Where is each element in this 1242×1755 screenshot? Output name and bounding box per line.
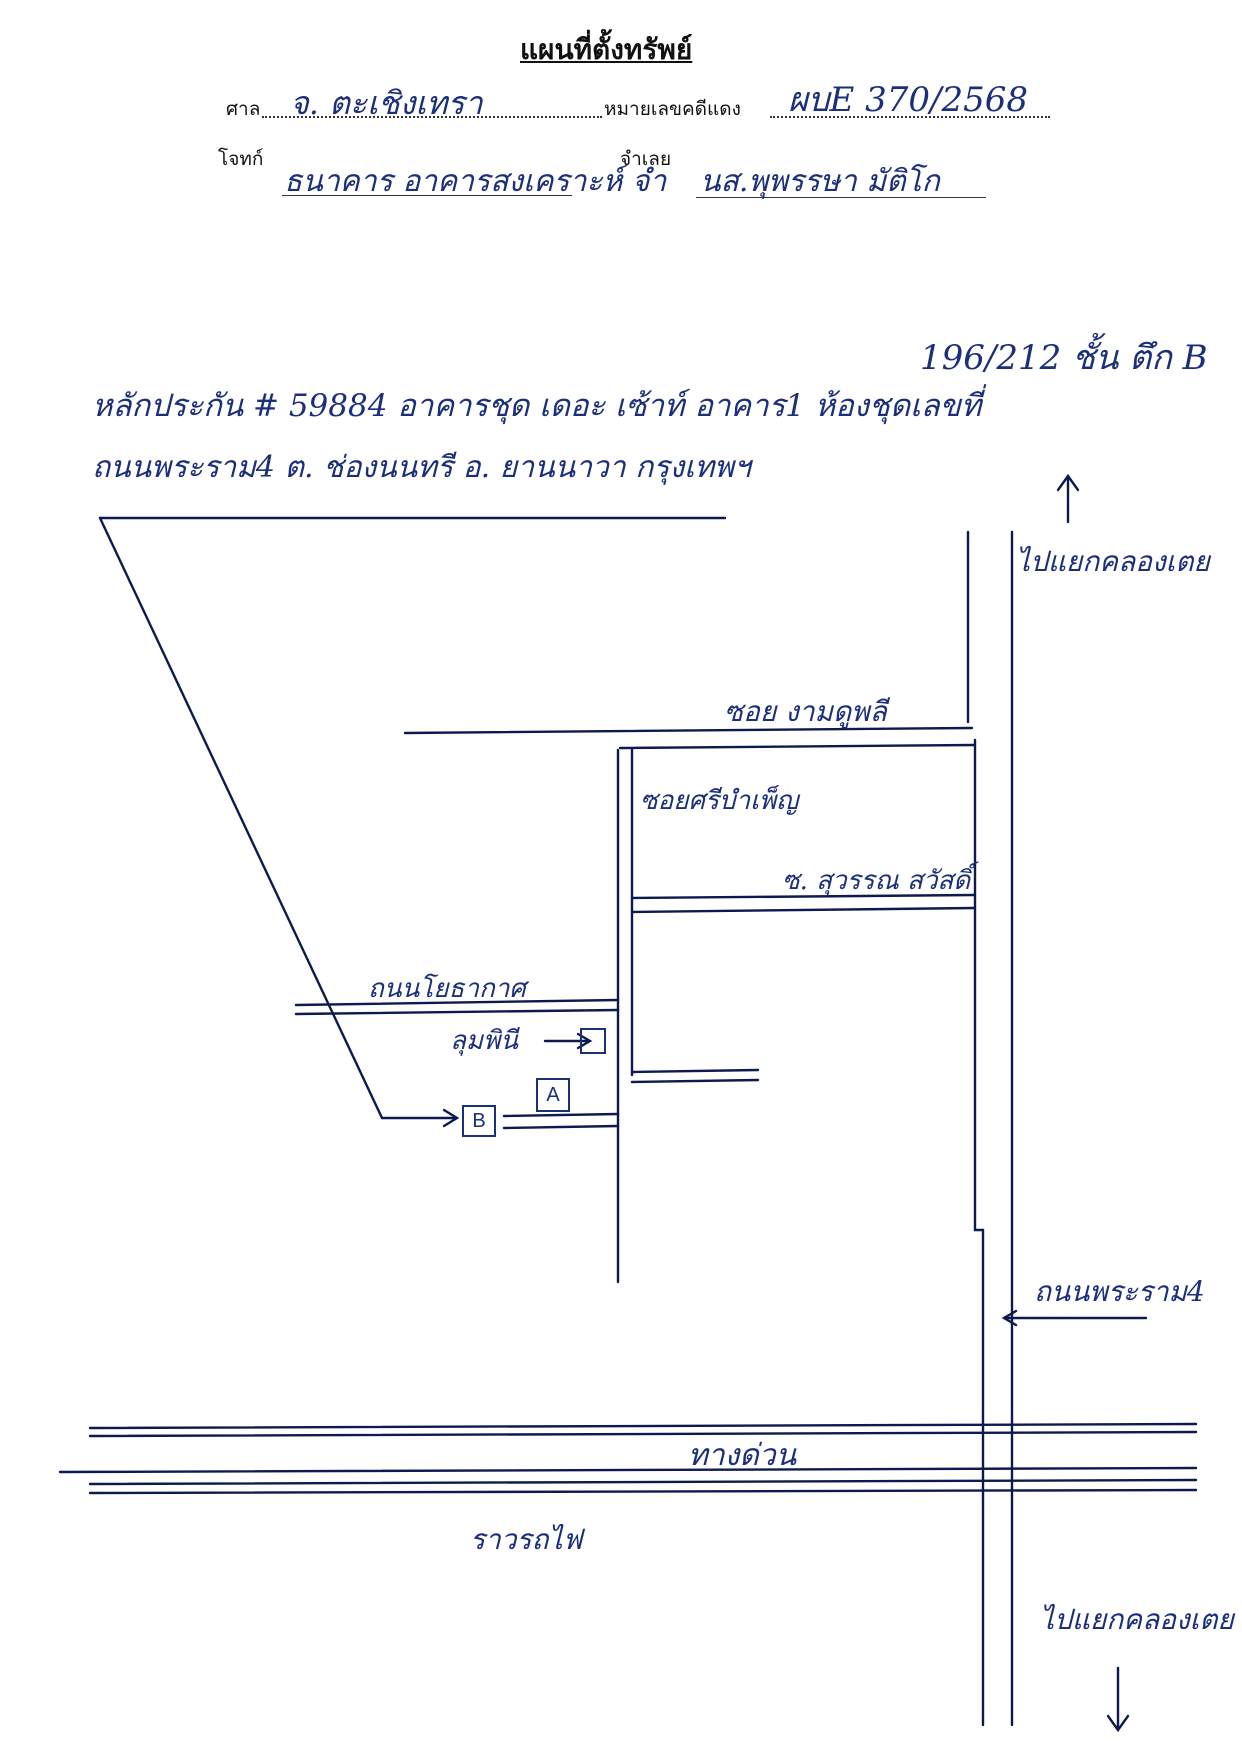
expressway-line-5 — [88, 1488, 1198, 1495]
defendant-label: จำเลย — [620, 148, 672, 170]
railway-label: ราวรถไฟ — [470, 1523, 583, 1556]
plaintiff-value: ธนาคาร อาคารสงเคราะห์ จำ — [284, 164, 667, 199]
expressway-line-3 — [58, 1466, 1198, 1474]
lumphini-arrowhead — [576, 1032, 593, 1050]
direction-bottom-label: ไปแยกคลองเตย — [1040, 1603, 1234, 1636]
expressway-line-2 — [88, 1430, 1198, 1438]
direction-top-label: ไปแยกคลองเตย — [1016, 545, 1210, 578]
side-lane-bottom — [630, 1078, 760, 1084]
case-number-label: หมายเลขคดีแดง — [604, 98, 741, 120]
yotha-road-label: ถนนโยธากาศ — [368, 974, 526, 1004]
expressway-label: ทางด่วน — [688, 1438, 797, 1473]
plaintiff-label: โจทก์ — [218, 148, 264, 170]
rama4-arrowhead — [1001, 1309, 1018, 1327]
side-lane-top — [630, 1068, 760, 1074]
soi-top-inner-edge — [618, 743, 977, 750]
property-unit-number: 196/212 ชั้น ตึก B — [920, 338, 1208, 378]
property-line-1: หลักประกัน # 59884 อาคารชุด เดอะ เซ้าท์ … — [92, 388, 982, 424]
north-arrowhead — [1056, 473, 1080, 492]
lumphini-marker-box — [580, 1028, 606, 1054]
lower-lane-top — [502, 1112, 620, 1118]
plaintiff-underline — [282, 195, 572, 196]
lower-lane-bottom — [502, 1124, 620, 1130]
case-number-value: ผบE 370/2568 — [788, 80, 1029, 120]
court-value: จ. ตะเชิงเทรา — [290, 84, 483, 122]
property-line-2: ถนนพระราม4 ต. ช่องนนทรี อ. ยานนาวา กรุงเ… — [92, 450, 751, 485]
yotha-road-bottom — [294, 1008, 620, 1016]
marker-b: B — [462, 1105, 496, 1137]
soi-sutham-label: ซ. สุวรรณ สวัสดิ์ — [782, 866, 971, 896]
main-road-left-edge — [973, 738, 985, 1727]
soi-si-label: ซอยศรีบำเพ็ญ — [640, 786, 799, 816]
soi-top-lower-edge — [403, 726, 974, 735]
defendant-value: นส.พุพรรษา มัติโก — [700, 164, 940, 199]
case-dotline — [770, 116, 1050, 118]
pointer-line — [98, 516, 384, 1120]
expressway-line-4 — [88, 1478, 1198, 1486]
pointer-arrowhead — [442, 1108, 460, 1128]
south-arrowhead — [1106, 1714, 1130, 1733]
court-dotline — [262, 116, 602, 118]
defendant-underline — [696, 197, 986, 198]
soi-top-label: ซอย งามดูพลี — [724, 695, 887, 728]
sutham-road-bottom — [630, 906, 977, 914]
page-title: แผนที่ตั้งทรัพย์ — [520, 33, 693, 66]
expressway-line-1 — [88, 1422, 1198, 1430]
marker-a: A — [536, 1078, 570, 1112]
court-label: ศาล — [226, 98, 261, 120]
rama4-road-label: ถนนพระราม4 — [1034, 1275, 1205, 1308]
yotha-road-top — [294, 998, 620, 1007]
sutham-road-top — [630, 893, 977, 900]
lumphini-label: ลุมพินี — [450, 1026, 518, 1056]
